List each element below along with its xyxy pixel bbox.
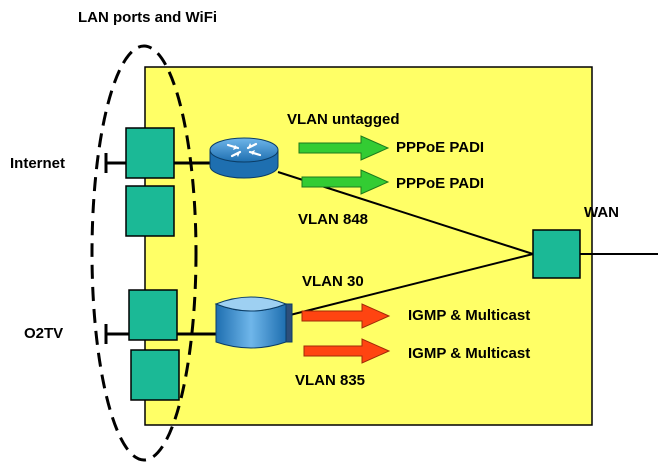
lan-port-1 — [125, 127, 175, 179]
lan-ports-ellipse — [90, 44, 198, 462]
igmp-label-2: IGMP & Multicast — [408, 345, 531, 362]
lan-port-4 — [130, 349, 180, 401]
internet-label: Internet — [10, 155, 66, 172]
vlan-848-label: VLAN 848 — [298, 211, 369, 228]
set-top-box-icon — [214, 296, 293, 349]
lan-title-label: LAN ports and WiFi — [78, 9, 218, 26]
green-arrow-2 — [301, 169, 390, 195]
device-box — [144, 66, 593, 426]
pppoe-label-2: PPPoE PADI — [396, 175, 485, 192]
wan-label: WAN — [584, 204, 619, 221]
red-arrow-2 — [303, 338, 391, 364]
o2tv-label: O2TV — [24, 325, 64, 342]
igmp-label-1: IGMP & Multicast — [408, 307, 531, 324]
green-arrow-1 — [298, 135, 390, 161]
lan-port-2 — [125, 185, 175, 237]
pppoe-label-1: PPPoE PADI — [396, 139, 485, 156]
vlan-835-label: VLAN 835 — [295, 372, 366, 389]
wan-port — [532, 229, 581, 279]
lan-port-3 — [128, 289, 178, 341]
stb-wan-line — [289, 253, 534, 316]
red-arrow-1 — [301, 303, 391, 329]
vlan-30-label: VLAN 30 — [302, 273, 364, 290]
vlan-untagged-label: VLAN untagged — [287, 111, 400, 128]
router-icon — [209, 137, 279, 179]
